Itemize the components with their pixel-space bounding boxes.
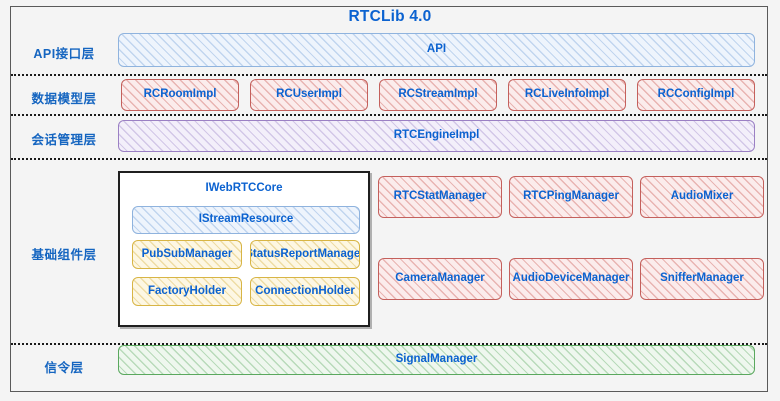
node-label: RCStreamImpl: [398, 88, 478, 101]
node-cameramanager[interactable]: CameraManager: [378, 258, 502, 300]
node-rtcpingmanager[interactable]: RTCPingManager: [509, 176, 633, 218]
node-pubsubmanager[interactable]: PubSubManager: [132, 240, 242, 269]
page-title: RTCLib 4.0: [348, 8, 432, 25]
node-sniffermanager[interactable]: SnifferManager: [640, 258, 764, 300]
layer-label-model: 数据模型层: [31, 92, 97, 106]
node-label: StatusReportManager: [250, 247, 360, 260]
layer-label-api: API接口层: [33, 47, 95, 61]
node-connectionholder[interactable]: ConnectionHolder: [250, 277, 360, 306]
node-label: RCConfigImpl: [657, 88, 735, 101]
node-rcliveinfoimpl[interactable]: RCLiveInfoImpl: [508, 79, 626, 111]
node-label: PubSubManager: [141, 247, 233, 260]
node-audiodevicemanager[interactable]: AudioDeviceManager: [509, 258, 633, 300]
node-label: AudioMixer: [670, 190, 734, 203]
node-label: RTCStatManager: [393, 190, 487, 203]
node-rcstreamimpl[interactable]: RCStreamImpl: [379, 79, 497, 111]
node-label: AudioDeviceManager: [512, 272, 630, 285]
node-rcuserimpl[interactable]: RCUserImpl: [250, 79, 368, 111]
node-label: RTCPingManager: [523, 190, 619, 203]
node-label: SignalManager: [395, 353, 478, 366]
layer-divider-api-model: [11, 74, 767, 76]
node-label: RCUserImpl: [276, 88, 342, 101]
node-label: RCRoomImpl: [143, 88, 217, 101]
node-rtcengineimpl[interactable]: RTCEngineImpl: [118, 120, 755, 152]
group-title: IWebRTCCore: [205, 182, 283, 194]
node-label: ConnectionHolder: [255, 284, 355, 297]
node-rtcstatmanager[interactable]: RTCStatManager: [378, 176, 502, 218]
layer-label-signal: 信令层: [44, 361, 84, 375]
layer-divider-session-component: [11, 158, 767, 160]
node-label: IStreamResource: [198, 213, 294, 226]
node-factoryholder[interactable]: FactoryHolder: [132, 277, 242, 306]
layer-divider-model-session: [11, 114, 767, 116]
node-label: SnifferManager: [660, 272, 744, 285]
node-label: RTCEngineImpl: [393, 129, 480, 142]
node-rcconfigimpl[interactable]: RCConfigImpl: [637, 79, 755, 111]
group-iwebrtccore: IWebRTCCore IStreamResource PubSubManage…: [118, 171, 370, 327]
node-audiomixer[interactable]: AudioMixer: [640, 176, 764, 218]
node-label: CameraManager: [395, 272, 485, 285]
node-signalmanager[interactable]: SignalManager: [118, 345, 755, 375]
node-label: RCLiveInfoImpl: [524, 88, 610, 101]
node-statusreportmanager[interactable]: StatusReportManager: [250, 240, 360, 269]
layer-label-component: 基础组件层: [31, 248, 97, 262]
layer-label-session: 会话管理层: [31, 133, 97, 147]
node-label: API: [426, 43, 447, 56]
node-api[interactable]: API: [118, 33, 755, 67]
layer-divider-component-signal: [11, 343, 767, 345]
node-label: FactoryHolder: [148, 284, 226, 297]
node-rcroomimpl[interactable]: RCRoomImpl: [121, 79, 239, 111]
node-istreamresource[interactable]: IStreamResource: [132, 206, 360, 234]
